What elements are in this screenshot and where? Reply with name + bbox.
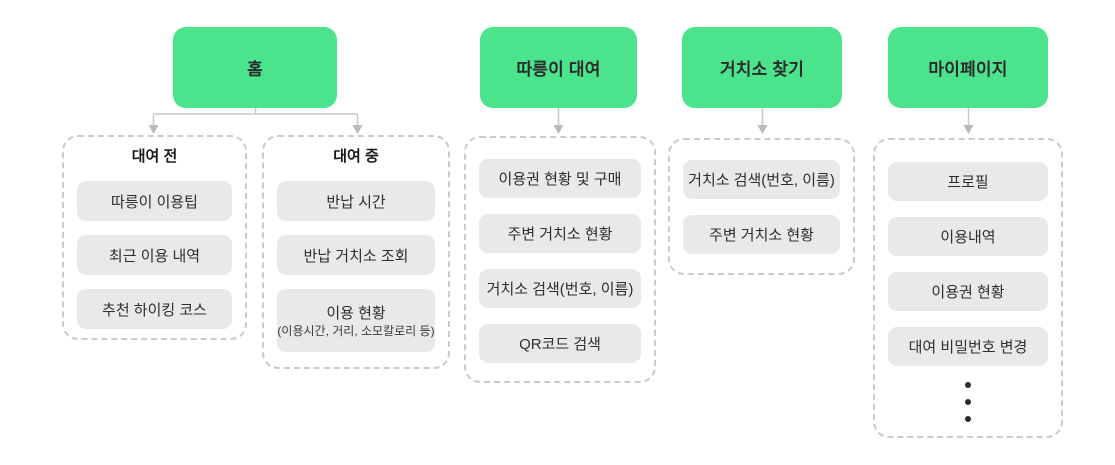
menu-item-pass-status: 이용권 현황 (888, 272, 1048, 311)
menu-item-station-search: 거치소 검색(번호, 이름) (683, 160, 840, 199)
group-title-during-rental: 대여 중 (333, 148, 379, 165)
group-bike-rental-items: 이용권 현황 및 구매 주변 거치소 현황 거치소 검색(번호, 이름) QR코… (464, 136, 656, 383)
nav-node-find-station: 거치소 찾기 (682, 27, 842, 108)
nav-node-my-page: 마이페이지 (888, 27, 1048, 108)
menu-item-recent-usage: 최근 이용 내역 (77, 235, 232, 275)
group-my-page-items: 프로필 이용내역 이용권 현황 대여 비밀번호 변경 (873, 138, 1063, 438)
menu-item-usage-status-label: 이용 현황 (326, 305, 386, 322)
menu-item-usage-history: 이용내역 (888, 217, 1048, 256)
menu-item-return-station-search: 반납 거치소 조회 (277, 235, 435, 275)
menu-item-station-search: 거치소 검색(번호, 이름) (479, 269, 641, 308)
group-find-station-items: 거치소 검색(번호, 이름) 주변 거치소 현황 (668, 138, 855, 275)
menu-item-return-time: 반납 시간 (277, 181, 435, 221)
nav-node-home: 홈 (173, 27, 337, 108)
menu-item-change-rental-password: 대여 비밀번호 변경 (888, 327, 1048, 366)
menu-item-profile: 프로필 (888, 162, 1048, 201)
more-items-ellipsis-icon (888, 382, 1048, 422)
arrowhead-icon (148, 125, 974, 134)
group-before-rental: 대여 전 따릉이 이용팁 최근 이용 내역 추천 하이킹 코스 (62, 135, 247, 340)
menu-item-nearby-stations: 주변 거치소 현황 (479, 214, 641, 253)
menu-item-usage-status: 이용 현황 (이용시간, 거리, 소모칼로리 등) (277, 289, 435, 352)
menu-item-pass-status-purchase: 이용권 현황 및 구매 (479, 159, 641, 198)
menu-item-qr-code-search: QR코드 검색 (479, 324, 641, 363)
menu-item-usage-status-detail: (이용시간, 거리, 소모칼로리 등) (277, 324, 435, 338)
group-during-rental: 대여 중 반납 시간 반납 거치소 조회 이용 현황 (이용시간, 거리, 소모… (262, 135, 450, 369)
menu-item-recommended-courses: 추천 하이킹 코스 (77, 289, 232, 329)
group-title-before-rental: 대여 전 (131, 148, 178, 165)
menu-item-usage-tips: 따릉이 이용팁 (77, 181, 232, 221)
nav-node-bike-rental: 따릉이 대여 (480, 27, 637, 108)
menu-item-nearby-stations: 주변 거치소 현황 (683, 215, 840, 254)
